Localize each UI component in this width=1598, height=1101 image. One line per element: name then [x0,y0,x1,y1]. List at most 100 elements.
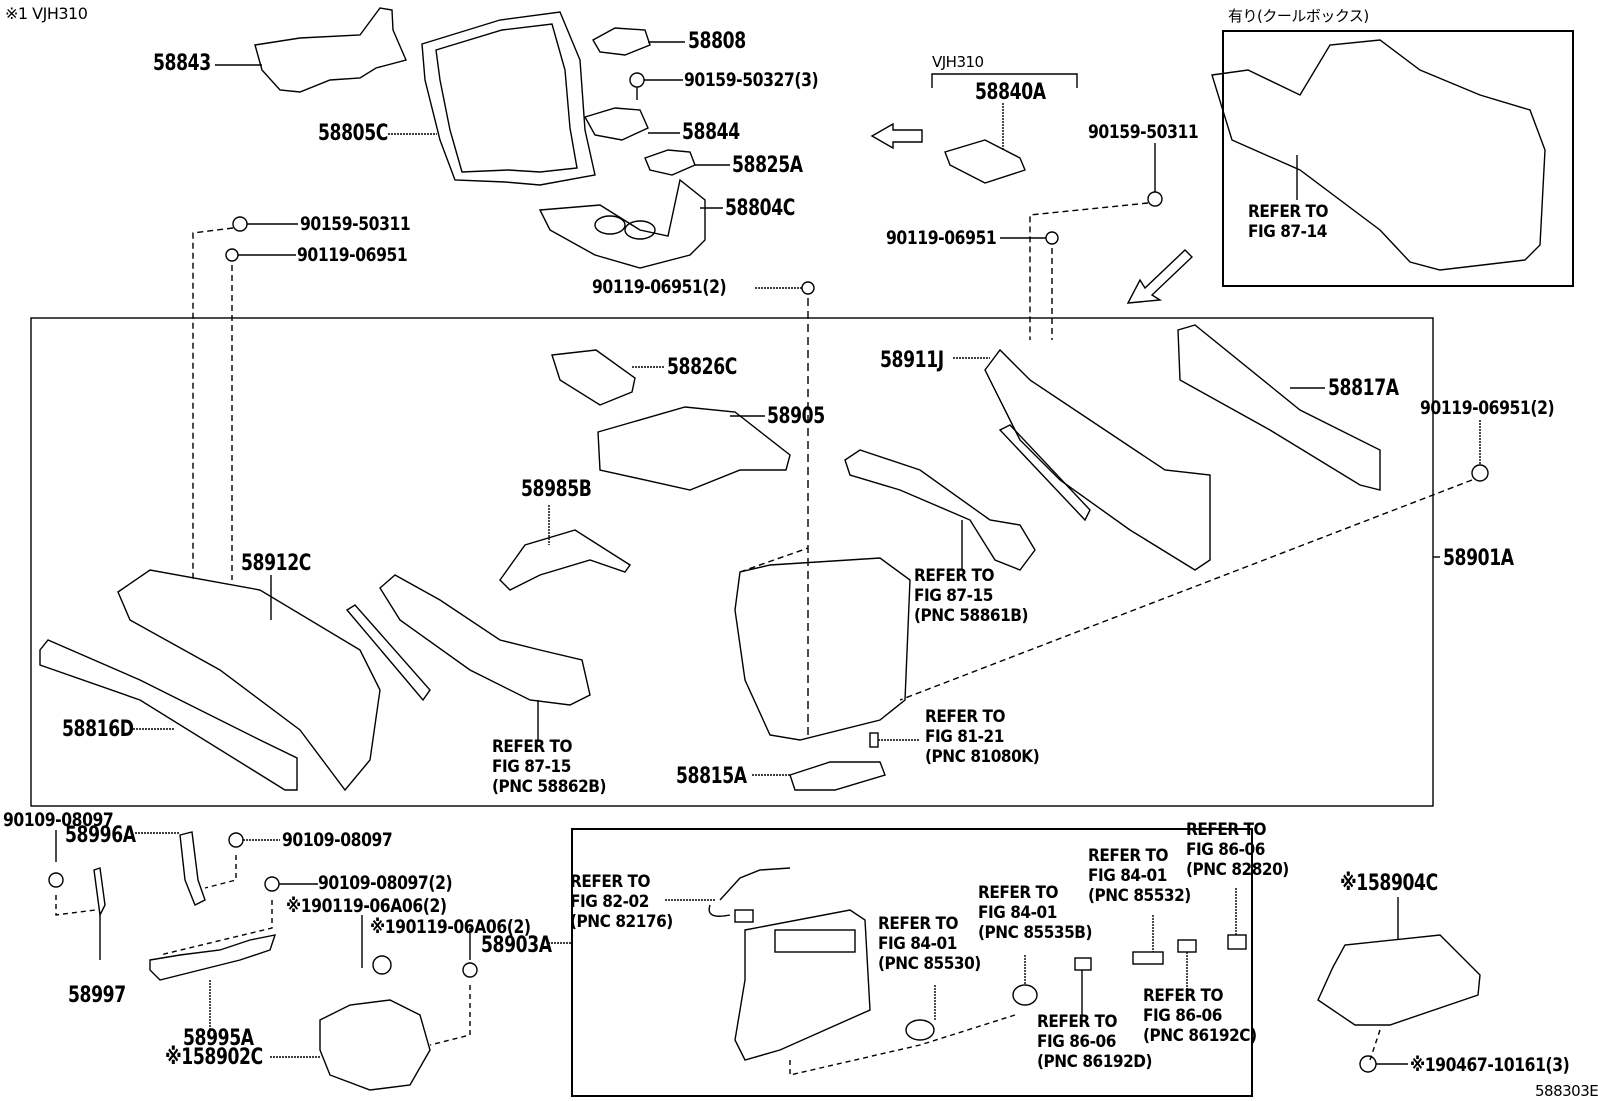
refer-line: REFER TO [492,737,573,757]
refer-82820[interactable]: REFER TO FIG 86-06 (PNC 82820) [1186,820,1289,880]
part-58912C-shape [117,569,381,792]
part-label-58844[interactable]: 58844 [682,120,740,145]
refer-85532[interactable]: REFER TO FIG 84-01 (PNC 85532) [1088,846,1191,906]
bolt-icon [225,248,239,262]
part-label-90159-50311-left[interactable]: 90159-50311 [300,213,411,235]
refer-fig: FIG 86-06 [1143,1006,1222,1026]
part-58826C-shape [551,349,636,406]
refer-58862B[interactable]: REFER TO FIG 87-15 (PNC 58862B) [492,737,607,797]
refer-85535B[interactable]: REFER TO FIG 84-01 (PNC 85535B) [978,883,1093,943]
inset-box-cool-box [1222,30,1574,287]
refer-fig: FIG 87-15 [492,757,571,777]
part-label-58912C[interactable]: 58912C [241,551,311,576]
part-label-58901A[interactable]: 58901A [1443,546,1514,571]
part-label-90119-06A06-a[interactable]: ※190119-06A06(2) [286,895,447,917]
part-pad-shape-left [345,604,431,702]
refer-pnc: (PNC 85532) [1088,886,1191,906]
part-label-90119-06951-2-right[interactable]: 90119-06951(2) [1420,397,1555,419]
part-85535B-shape [1012,984,1038,1006]
part-label-90119-06951-left[interactable]: 90119-06951 [297,244,408,266]
part-58808-shape [592,27,651,56]
clip-icon [1359,1055,1377,1073]
part-label-58815A[interactable]: 58815A [676,764,747,789]
part-label-90109-08097-2[interactable]: 90109-08097(2) [318,872,453,894]
part-label-58808[interactable]: 58808 [688,29,746,54]
part-58997-shape [93,867,106,918]
refer-86192C[interactable]: REFER TO FIG 86-06 (PNC 86192C) [1143,986,1257,1046]
refer-82176[interactable]: REFER TO FIG 82-02 (PNC 82176) [570,872,673,932]
part-label-58804C[interactable]: 58804C [725,196,795,221]
part-label-58805C[interactable]: 58805C [318,121,388,146]
refer-fig: FIG 84-01 [978,903,1057,923]
part-label-90119-06951-right[interactable]: 90119-06951 [886,227,997,249]
part-58996A-shape [179,831,206,906]
diagram-id: 588303E [1535,1082,1598,1100]
part-label-58902C[interactable]: ※158902C [165,1045,263,1070]
refer-85530[interactable]: REFER TO FIG 84-01 (PNC 85530) [878,914,981,974]
refer-pnc: (PNC 82176) [570,912,673,932]
clip-icon [372,955,392,975]
part-label-90159-50311-right[interactable]: 90159-50311 [1088,121,1199,143]
refer-pnc: (PNC 58862B) [492,777,607,797]
refer-pnc: (PNC 85535B) [978,923,1093,943]
part-58817A-shape [1177,324,1381,491]
part-label-58825A[interactable]: 58825A [732,153,803,178]
part-label-90109-08097-b[interactable]: 90109-08097 [282,829,393,851]
part-label-90119-06A06-b[interactable]: ※190119-06A06(2) [370,916,531,938]
refer-line: REFER TO [878,914,959,934]
part-label-58843[interactable]: 58843 [153,51,211,76]
refer-line: REFER TO [1088,846,1169,866]
part-label-58840A[interactable]: 58840A [975,80,1046,105]
part-label-58905[interactable]: 58905 [767,404,825,429]
bolt-icon [228,832,244,848]
part-label-90159-50327[interactable]: 90159-50327(3) [684,69,819,91]
refer-pnc: (PNC 86192D) [1037,1052,1153,1072]
part-58985B-shape [499,529,631,591]
part-label-58816D[interactable]: 58816D [62,717,134,742]
refer-line: REFER TO [978,883,1059,903]
refer-58861B[interactable]: REFER TO FIG 87-15 (PNC 58861B) [914,566,1029,626]
refer-pnc: (PNC 81080K) [925,747,1040,767]
bolt-icon [1045,231,1059,245]
cool-box-console-shape [1211,39,1546,271]
refer-fig: FIG 87-14 [1248,222,1327,242]
refer-line: REFER TO [1248,202,1329,222]
refer-line: REFER TO [914,566,995,586]
refer-inset-87-14[interactable]: REFER TO FIG 87-14 [1248,202,1329,242]
console-bin-shape [734,557,911,741]
part-label-58996A[interactable]: 58996A [65,823,136,848]
refer-fig: FIG 82-02 [570,892,649,912]
part-label-58817A[interactable]: 58817A [1328,376,1399,401]
refer-fig: FIG 84-01 [878,934,957,954]
part-label-58826C[interactable]: 58826C [667,355,737,380]
arrow-left-icon [870,122,923,150]
part-label-90467-10161[interactable]: ※190467-10161(3) [1410,1054,1570,1076]
wire-harness-shape [719,867,791,901]
refer-line: REFER TO [570,872,651,892]
rear-panel-shape [734,909,871,1061]
part-label-90119-06951-2-center[interactable]: 90119-06951(2) [592,276,727,298]
part-86192D-shape [1074,957,1092,971]
part-58995A-shape [149,934,277,981]
part-58816D-shape [39,639,298,791]
refer-81080K[interactable]: REFER TO FIG 81-21 (PNC 81080K) [925,707,1040,767]
vjh310-bracket [931,73,1078,88]
part-label-58997[interactable]: 58997 [68,983,126,1008]
refer-fig: FIG 84-01 [1088,866,1167,886]
bolt-icon [264,876,280,892]
refer-line: REFER TO [925,707,1006,727]
bolt-icon [48,872,64,888]
vjh310-group-label: VJH310 [932,53,984,71]
part-label-58985B[interactable]: 58985B [521,477,592,502]
screw-icon [629,72,645,88]
part-label-58903A[interactable]: 58903A [481,933,552,958]
part-label-58904C[interactable]: ※158904C [1340,871,1438,896]
duct-58861B-shape [844,449,1036,571]
refer-fig: FIG 86-06 [1037,1032,1116,1052]
part-label-90109-08097-a[interactable]: 90109-08097 [3,809,114,831]
part-label-58911J[interactable]: 58911J [880,348,944,373]
part-label-58995A[interactable]: 58995A [183,1026,254,1051]
refer-86192D[interactable]: REFER TO FIG 86-06 (PNC 86192D) [1037,1012,1153,1072]
assembly-box-58901A [30,317,1434,807]
bolt-icon [1471,464,1489,482]
